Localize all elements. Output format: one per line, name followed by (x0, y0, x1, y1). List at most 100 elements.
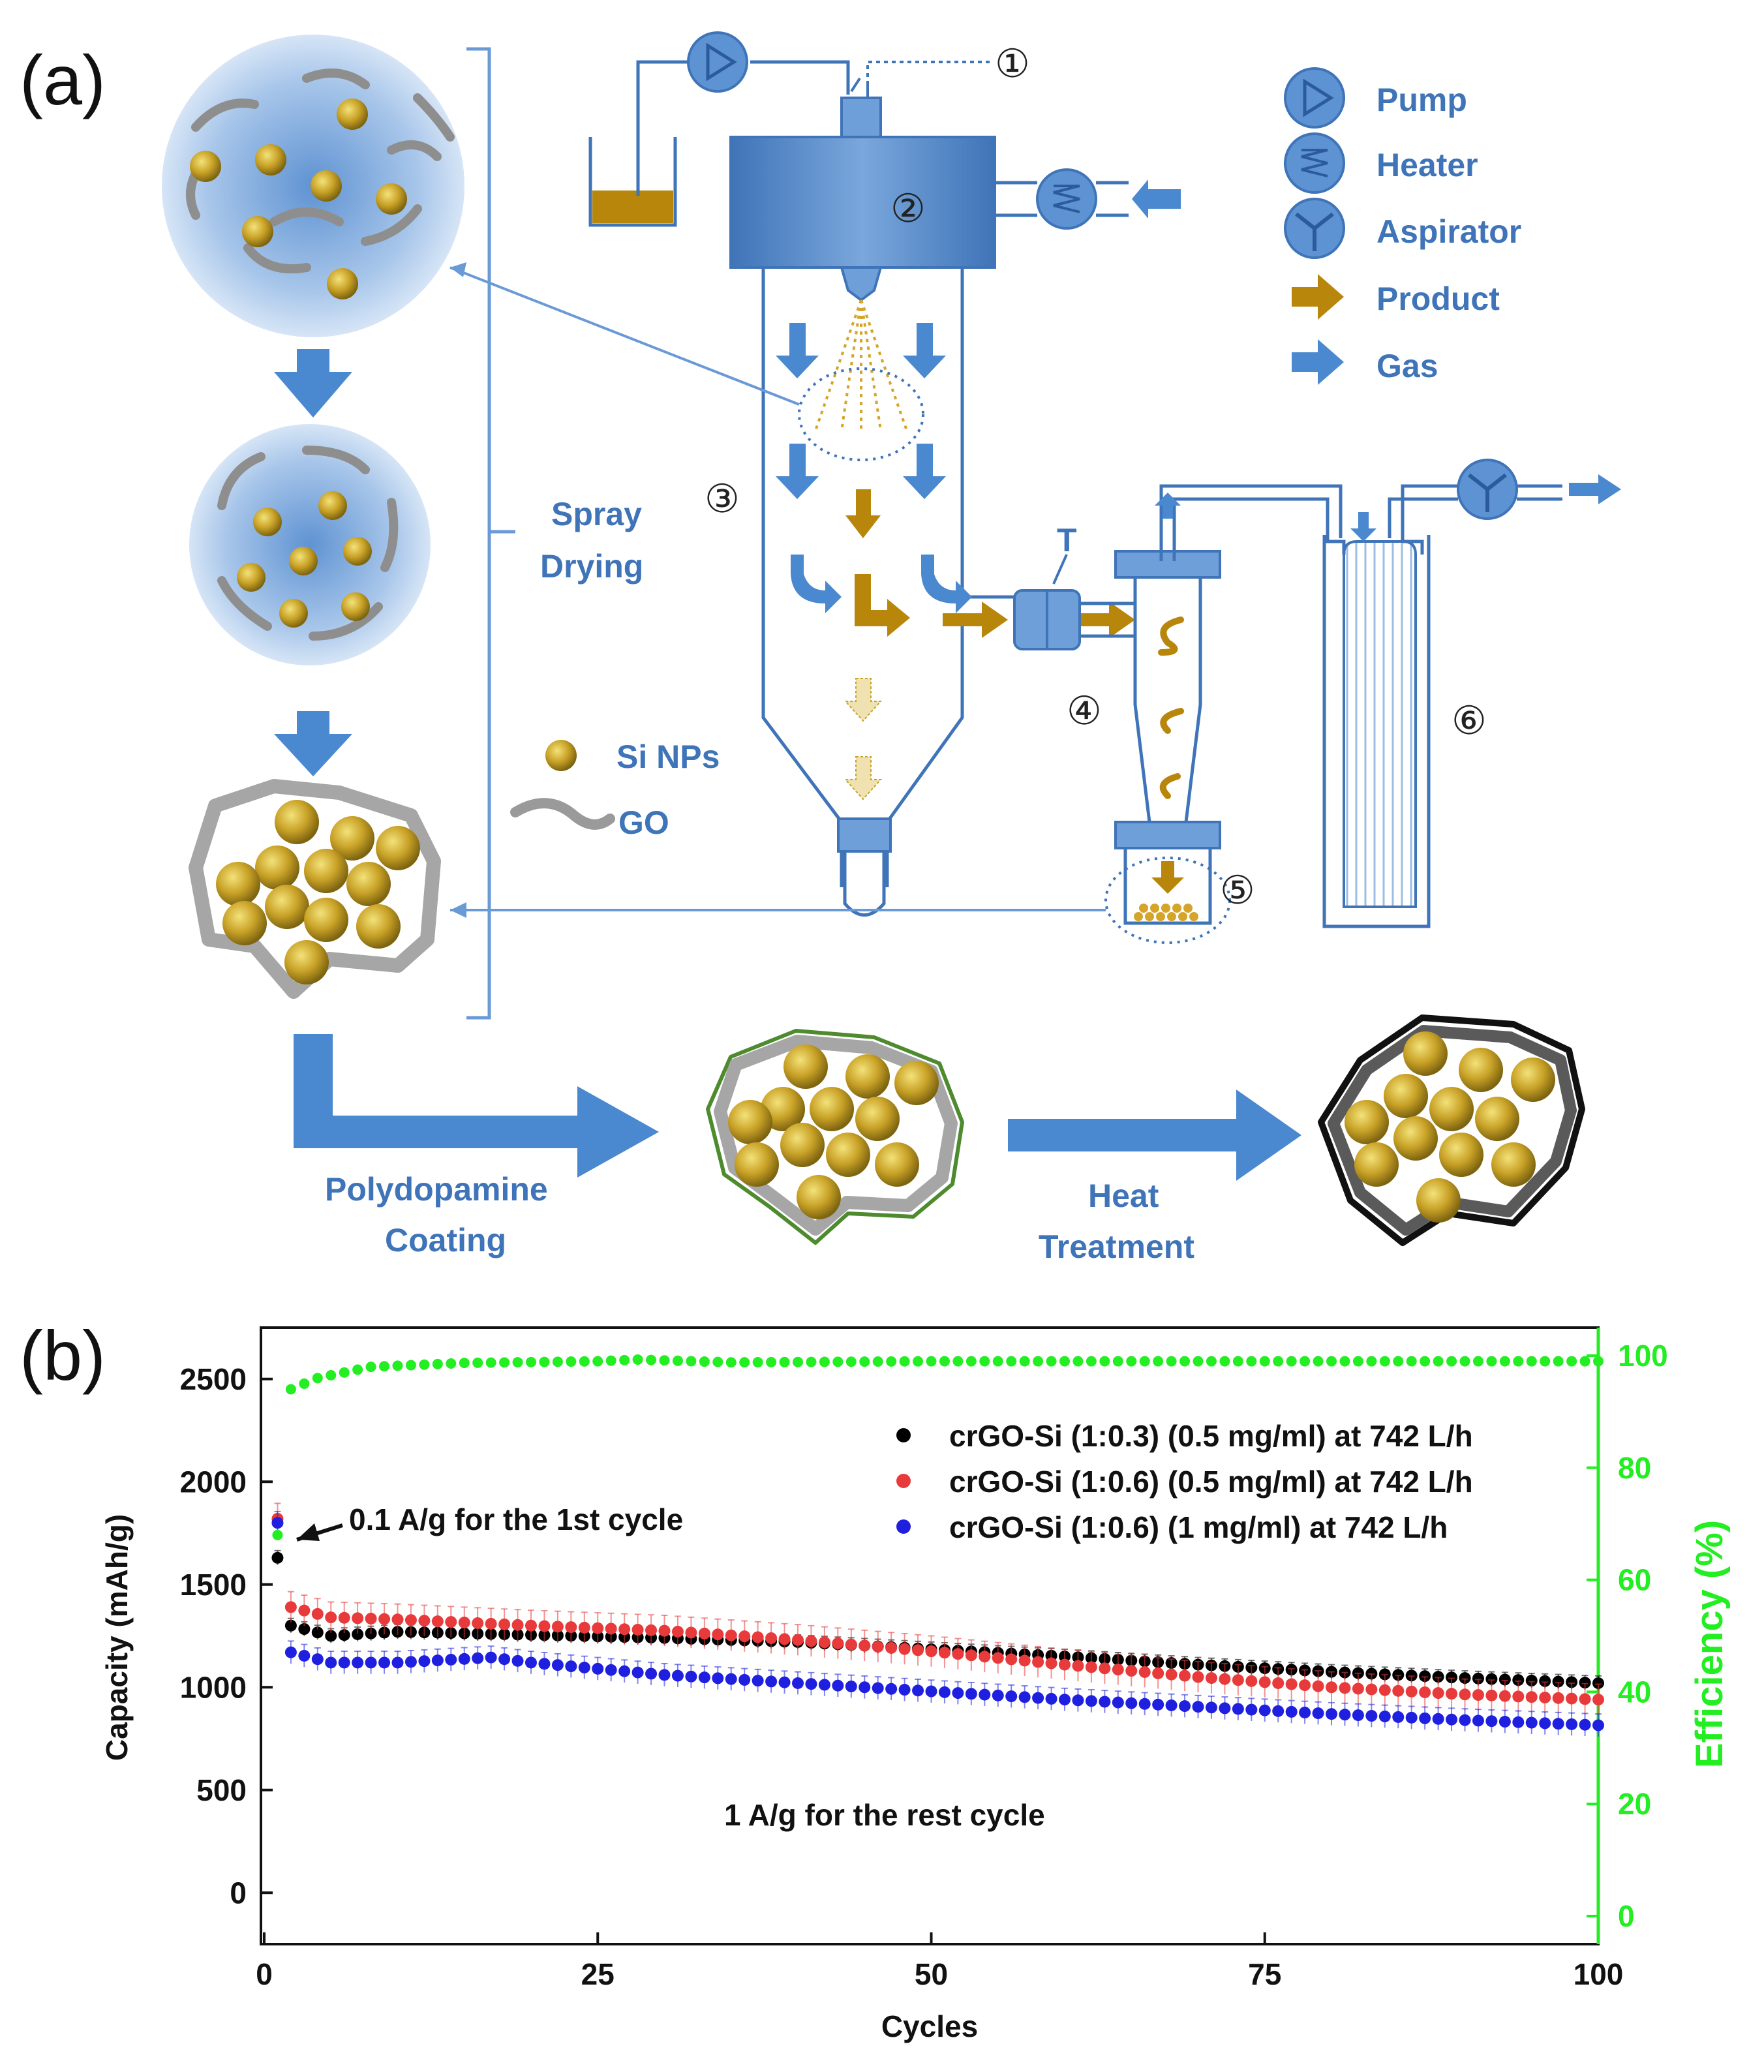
capacity-point-series-1 (271, 1551, 284, 1564)
capacity-point-series-3 (1285, 1705, 1298, 1718)
capacity-point-series-3 (1512, 1716, 1525, 1728)
capacity-point-series-1 (1592, 1677, 1604, 1689)
capacity-point-series-3 (578, 1662, 590, 1674)
efficiency-point (539, 1356, 550, 1367)
efficiency-point (459, 1358, 470, 1369)
cyclone-swirl-arrows (1158, 617, 1184, 799)
efficiency-point (1153, 1356, 1164, 1367)
capacity-point-series-1 (1579, 1677, 1591, 1689)
legend-gas-label: Gas (1376, 348, 1438, 384)
marker-2: ② (890, 187, 926, 230)
capacity-point-series-2 (1525, 1691, 1538, 1703)
capacity-point-series-3 (792, 1677, 804, 1689)
efficiency-point (485, 1357, 496, 1368)
capacity-point-series-2 (485, 1617, 497, 1630)
capacity-point-series-3 (1072, 1694, 1084, 1707)
capacity-point-series-2 (832, 1637, 844, 1649)
capacity-point-series-3 (685, 1670, 697, 1683)
polydopamine-label-2: Coating (385, 1222, 506, 1258)
legend-label-series-3: crGO-Si (1:0.6) (1 mg/ml) at 742 L/h (949, 1510, 1448, 1544)
capacity-point-series-2 (1205, 1672, 1217, 1684)
efficiency-point (405, 1360, 416, 1371)
aspirator-icon[interactable] (1457, 459, 1518, 520)
efficiency-point (272, 1529, 283, 1540)
capacity-point-series-2 (592, 1622, 604, 1634)
capacity-point-series-2 (325, 1611, 337, 1624)
efficiency-point (1433, 1356, 1444, 1367)
heat-treatment-arrow (1008, 1089, 1301, 1181)
y2-tick-label: 80 (1618, 1451, 1651, 1485)
y2-axis-title: Efficiency (%) (1688, 1520, 1731, 1768)
capacity-point-series-2 (352, 1612, 364, 1624)
capacity-point-series-3 (1365, 1710, 1378, 1722)
efficiency-point (526, 1356, 536, 1367)
capacity-point-series-2 (378, 1613, 391, 1625)
capacity-point-series-2 (1138, 1666, 1151, 1678)
capacity-point-series-3 (1339, 1709, 1351, 1721)
efficiency-point (966, 1356, 977, 1367)
polydopamine-arrow (294, 1034, 659, 1178)
capacity-point-series-3 (404, 1656, 417, 1668)
capacity-point-series-2 (1326, 1681, 1337, 1694)
capacity-point-series-3 (445, 1653, 457, 1666)
efficiency-point (913, 1356, 924, 1367)
efficiency-point (1006, 1356, 1017, 1367)
capacity-point-series-3 (738, 1673, 751, 1686)
si-nps-label: Si NPs (616, 739, 720, 775)
efficiency-point (872, 1356, 883, 1367)
outlet-filter (1322, 484, 1458, 928)
capacity-point-series-2 (1179, 1669, 1191, 1682)
capacity-point-series-2 (365, 1613, 377, 1625)
cyclone-separator (1114, 484, 1343, 925)
heater-icon[interactable] (1036, 168, 1097, 230)
capacity-point-series-3 (818, 1679, 830, 1691)
capacity-point-series-3 (952, 1687, 964, 1699)
legend-marker-series-2 (896, 1474, 911, 1488)
x-tick-label: 100 (1574, 1957, 1624, 1991)
capacity-point-series-3 (1552, 1718, 1564, 1730)
spray-cone (814, 299, 908, 431)
exhaust-arrow (1569, 474, 1621, 504)
efficiency-point (752, 1357, 763, 1368)
y-tick-label: 1500 (180, 1568, 247, 1602)
spray-dryer-nozzle (729, 97, 996, 302)
capacity-point-series-3 (365, 1656, 377, 1669)
efficiency-point (1459, 1356, 1470, 1367)
x-tick-label: 75 (1248, 1957, 1281, 1991)
efficiency-point (1420, 1356, 1431, 1367)
t-label: T (1057, 522, 1077, 558)
pump-icon[interactable] (687, 31, 748, 93)
capacity-point-series-3 (752, 1675, 764, 1687)
marker-6: ⑥ (1452, 699, 1487, 742)
capacity-point-series-2 (431, 1615, 444, 1628)
capacity-point-series-2 (712, 1628, 724, 1641)
capacity-point-series-2 (1272, 1677, 1285, 1689)
capacity-point-series-1 (325, 1630, 337, 1642)
capacity-point-series-3 (1032, 1692, 1044, 1704)
droplet-zone-circle (798, 367, 924, 461)
capacity-point-series-2 (938, 1647, 950, 1659)
capacity-point-series-2 (525, 1619, 537, 1632)
exhaust-pipe (1517, 484, 1562, 501)
legend-pump-label: Pump (1376, 82, 1467, 118)
capacity-point-series-1 (1498, 1673, 1511, 1686)
collector-zone-circle (1104, 857, 1231, 944)
legend-aspirator-label: Aspirator (1376, 213, 1521, 250)
efficiency-point (619, 1354, 630, 1365)
go-label: GO (618, 804, 669, 841)
capacity-point-series-2 (1032, 1656, 1044, 1668)
capacity-point-series-3 (1059, 1694, 1071, 1706)
capacity-point-series-2 (1352, 1683, 1364, 1695)
efficiency-point (1446, 1356, 1457, 1367)
capacity-point-series-3 (391, 1656, 404, 1669)
efficiency-point (1273, 1356, 1284, 1367)
down-arrow-2 (274, 711, 352, 776)
capacity-point-series-2 (1512, 1690, 1525, 1703)
capacity-point-series-2 (1112, 1664, 1124, 1676)
efficiency-point (339, 1367, 350, 1378)
efficiency-point (779, 1356, 790, 1367)
marker-4: ④ (1067, 689, 1102, 733)
efficiency-point (1526, 1356, 1537, 1367)
capacity-point-series-3 (1579, 1718, 1591, 1731)
